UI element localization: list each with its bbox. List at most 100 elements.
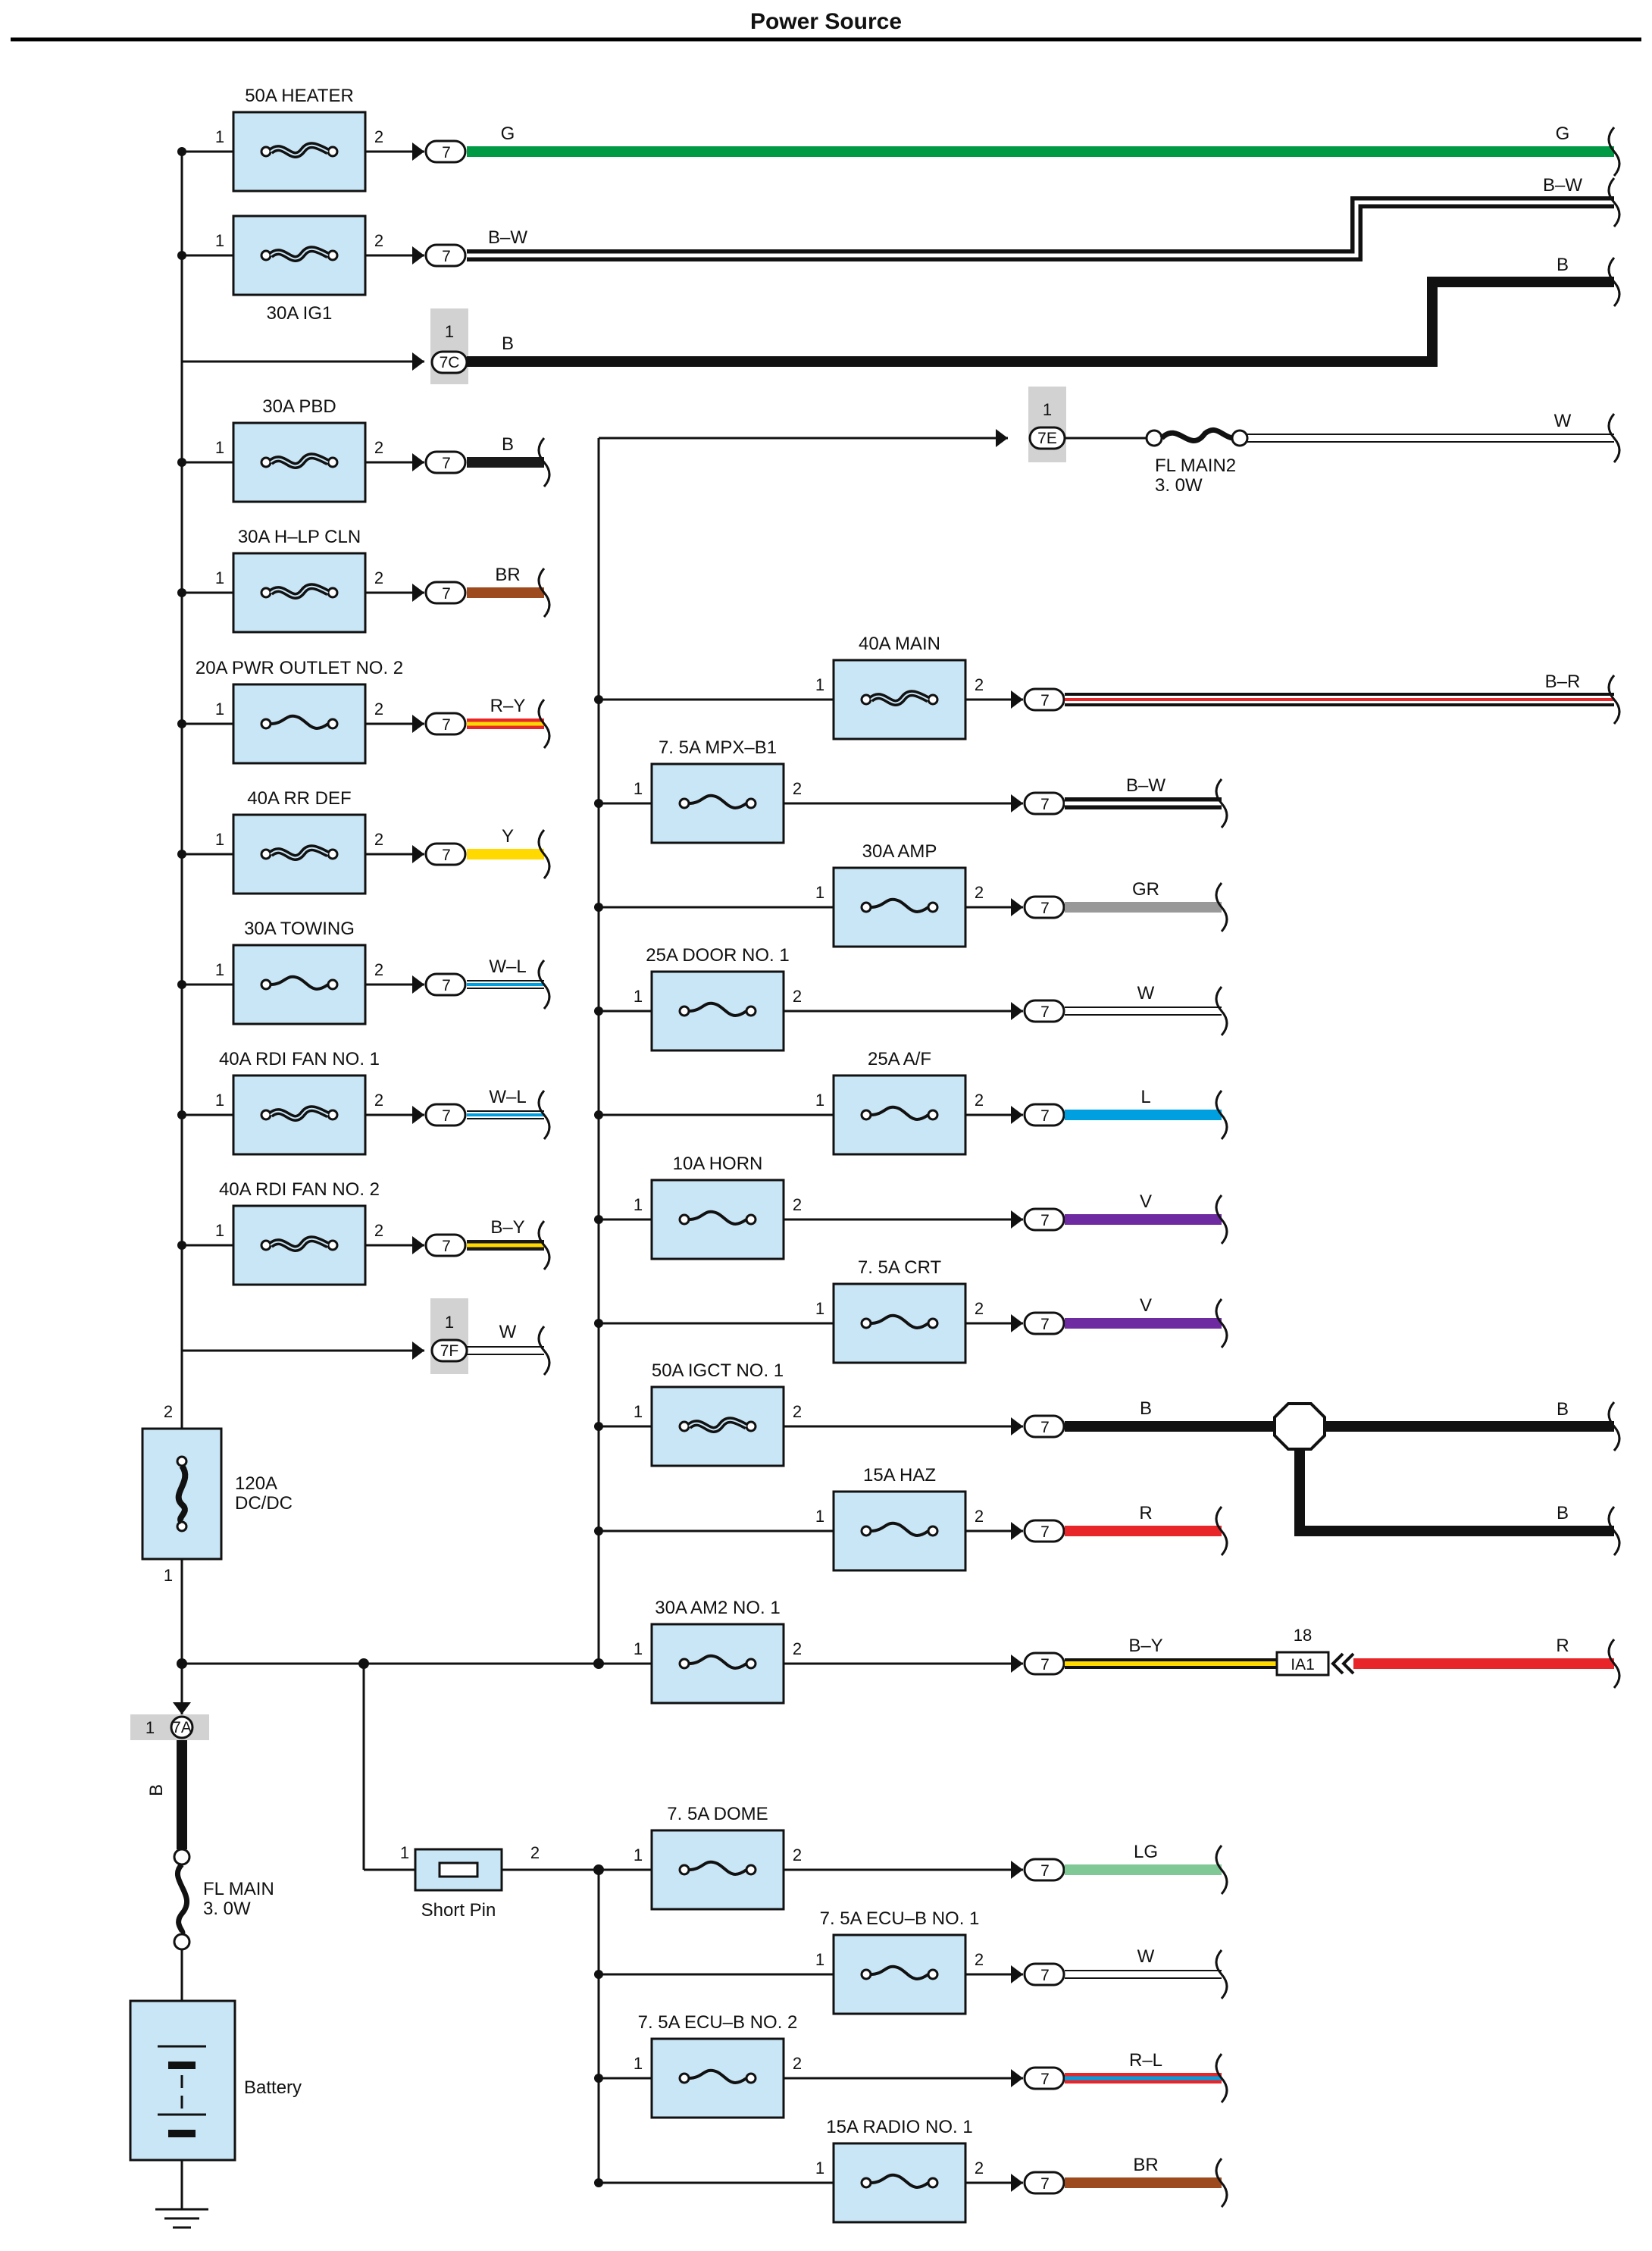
fuse-element-icon [870, 1313, 930, 1329]
fuse-label: 7. 5A CRT [858, 1257, 942, 1278]
connector-number: 7 [442, 455, 451, 472]
fuse-pin-in: 1 [815, 1091, 824, 1110]
fl-main2-terminal-out [1231, 429, 1249, 447]
fuse-box [650, 1829, 785, 1911]
connector-arrow-icon [1011, 1210, 1023, 1229]
fuse-element-highlight [688, 1419, 747, 1431]
connector-number: 7 [1040, 1523, 1050, 1541]
connector-number: 7 [442, 1107, 451, 1125]
connector-number: 7 [1040, 1419, 1050, 1436]
fuse-pin-in: 1 [634, 1195, 643, 1214]
fuse-box [832, 1490, 967, 1572]
fuse-box [650, 2037, 785, 2119]
connector-oval [1023, 1103, 1065, 1127]
connector-arrow-icon [1011, 1655, 1023, 1673]
junction-dot [594, 1319, 603, 1328]
fuse-element-highlight [270, 1238, 329, 1250]
connector-arrow-icon [412, 1236, 424, 1254]
junction-dot [593, 1864, 604, 1875]
fuse-pin-in: 1 [634, 1846, 643, 1864]
fuse-label: 50A HEATER [245, 86, 354, 106]
fuse-terminal [860, 1317, 872, 1329]
fuse-pin-out: 2 [374, 568, 383, 587]
connector-arrow-icon [1011, 2069, 1023, 2087]
fuse-box [832, 2142, 967, 2224]
battery-label: Battery [244, 2077, 302, 2098]
fuse-box [232, 944, 367, 1025]
fuse-terminal [927, 1109, 939, 1121]
fuse-terminal [327, 1239, 339, 1251]
wire-end-break-icon [1607, 1401, 1621, 1451]
main-fuse-label2: DC/DC [235, 1493, 293, 1514]
fuse-terminal [678, 1005, 690, 1017]
fuse-element-icon [688, 1210, 748, 1226]
fuse-pin-out: 2 [793, 987, 802, 1006]
fuse-pin-out: 2 [374, 1221, 383, 1240]
wire-end-break-icon [1607, 177, 1621, 227]
wire-end-break-icon [1215, 778, 1228, 828]
connector-oval [1023, 1962, 1065, 1986]
fuse-terminal [927, 693, 939, 706]
connector-number: 7 [1040, 1003, 1050, 1021]
fuse-terminal [927, 1525, 939, 1537]
fuse-pin-in: 1 [634, 987, 643, 1006]
fuse-box [832, 1933, 967, 2015]
fuse-terminal [745, 1213, 757, 1226]
wire-label: BR [495, 565, 520, 585]
main-fuse-pin-bottom: 1 [164, 1566, 173, 1585]
connector-arrow-icon [1011, 794, 1023, 812]
junction-dot [594, 1110, 603, 1119]
short-pin-label: Short Pin [421, 1900, 496, 1921]
igct-splice-branch: B B [1065, 1399, 1621, 1556]
fuse-element-icon [870, 1105, 930, 1121]
fuse-pin-out: 2 [793, 2054, 802, 2073]
junction-dot [177, 251, 186, 260]
fuse-element-highlight [270, 248, 329, 260]
connector-arrow-icon [412, 715, 424, 733]
connector-arrow-icon [1011, 2174, 1023, 2192]
fuse-pin-in: 1 [815, 883, 824, 902]
fuse-label: 7. 5A MPX–B1 [659, 737, 777, 758]
fuse-pin-out: 2 [975, 1507, 984, 1526]
fusible-link-icon [174, 1862, 189, 1936]
connector-oval [424, 972, 467, 997]
connector-7e: 7E [1037, 430, 1057, 447]
fuse-terminal [745, 1864, 757, 1876]
junction-dot [594, 1526, 603, 1536]
fuse-box [832, 1282, 967, 1364]
junction-dot [594, 2074, 603, 2083]
connector-arrow-icon [1011, 1965, 1023, 1983]
wire-end-break-icon [1215, 882, 1228, 932]
wire-label: B–Y [490, 1217, 524, 1238]
main-fuse-label: 120A [235, 1473, 277, 1494]
wire-end-break-icon [537, 1090, 551, 1140]
direct-branch-7c: 1 7C B B [182, 255, 1621, 384]
wire-body [467, 196, 1614, 261]
connector-number: 7 [1040, 1862, 1050, 1880]
wire-label: B–W [488, 227, 527, 248]
far-label-ia1: R [1556, 1636, 1569, 1656]
connector-7a: 7A [172, 1719, 192, 1736]
fl-main2-rating: 3. 0W [1155, 475, 1203, 496]
fuse-pin-in: 1 [215, 1091, 224, 1110]
short-pin-in: 1 [400, 1843, 409, 1862]
fuse-pin-out: 2 [374, 127, 383, 146]
connector-oval [424, 450, 467, 474]
fuse-element-highlight [270, 455, 329, 467]
connector-arrow-icon [1011, 1002, 1023, 1020]
junction-dot [594, 695, 603, 704]
fuse-pin-in: 1 [215, 438, 224, 457]
wire-label: W [1137, 983, 1155, 1003]
fuse-label: 7. 5A ECU–B NO. 1 [820, 1908, 980, 1929]
fuse-pin-in: 1 [215, 830, 224, 849]
connector-oval [1023, 1519, 1065, 1543]
wire-end-break-icon [1607, 1639, 1621, 1689]
wire-label: W–L [489, 1087, 526, 1107]
